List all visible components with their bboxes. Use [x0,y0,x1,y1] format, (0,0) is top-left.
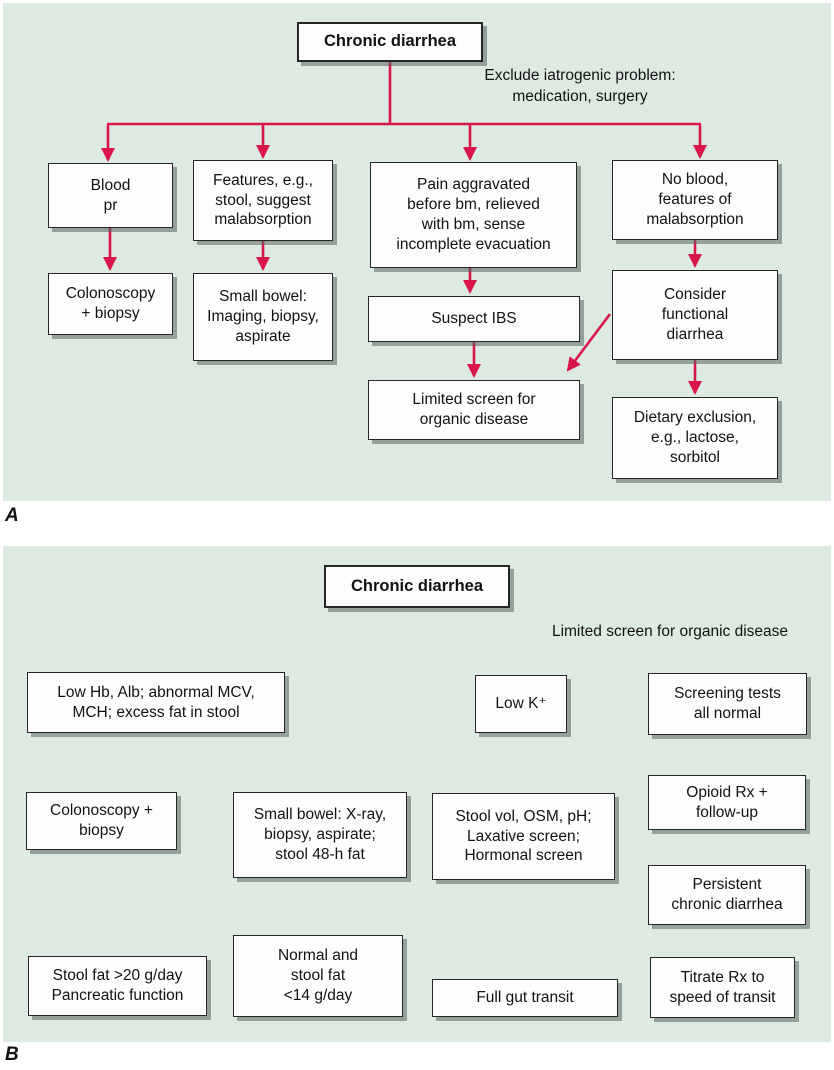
node-full-gut-transit: Full gut transit [432,979,618,1017]
node-screening-tests-normal: Screening tests all normal [648,673,807,735]
node-no-blood: No blood, features of malabsorption [612,160,778,240]
panel-b-label: B [5,1044,19,1065]
node-colonoscopy-biopsy-a: Colonoscopy + biopsy [48,273,173,335]
node-stool-vol-osm-ph: Stool vol, OSM, pH; Laxative screen; Hor… [432,793,615,880]
node-colonoscopy-biopsy-b: Colonoscopy + biopsy [26,792,177,850]
node-stool-fat-20: Stool fat >20 g/day Pancreatic function [28,956,207,1016]
panel-a-label: A [5,505,19,526]
node-small-bowel-xray: Small bowel: X-ray, biopsy, aspirate; st… [233,792,407,878]
node-opioid-rx: Opioid Rx + follow-up [648,775,806,830]
note-exclude-iatrogenic: Exclude iatrogenic problem: medication, … [484,67,676,105]
node-small-bowel-imaging: Small bowel: Imaging, biopsy, aspirate [193,273,333,361]
node-low-hb-alb: Low Hb, Alb; abnormal MCV, MCH; excess f… [27,672,285,733]
node-pain-aggravated: Pain aggravated before bm, relieved with… [370,162,577,268]
node-titrate-rx: Titrate Rx to speed of transit [650,957,795,1018]
node-chronic-diarrhea-a: Chronic diarrhea [297,22,483,62]
node-low-k: Low K⁺ [475,675,567,733]
node-features-malabsorption: Features, e.g., stool, suggest malabsorp… [193,160,333,241]
node-persistent-chronic-diarrhea: Persistent chronic diarrhea [648,865,806,925]
node-blood-pr: Blood pr [48,163,173,228]
node-normal-stool-fat: Normal and stool fat <14 g/day [233,935,403,1017]
node-dietary-exclusion: Dietary exclusion, e.g., lactose, sorbit… [612,397,778,479]
node-consider-functional-diarrhea: Consider functional diarrhea [612,270,778,360]
note-limited-screen: Limited screen for organic disease [551,623,789,640]
node-chronic-diarrhea-b: Chronic diarrhea [324,565,510,608]
node-limited-screen: Limited screen for organic disease [368,380,580,440]
node-suspect-ibs: Suspect IBS [368,296,580,342]
